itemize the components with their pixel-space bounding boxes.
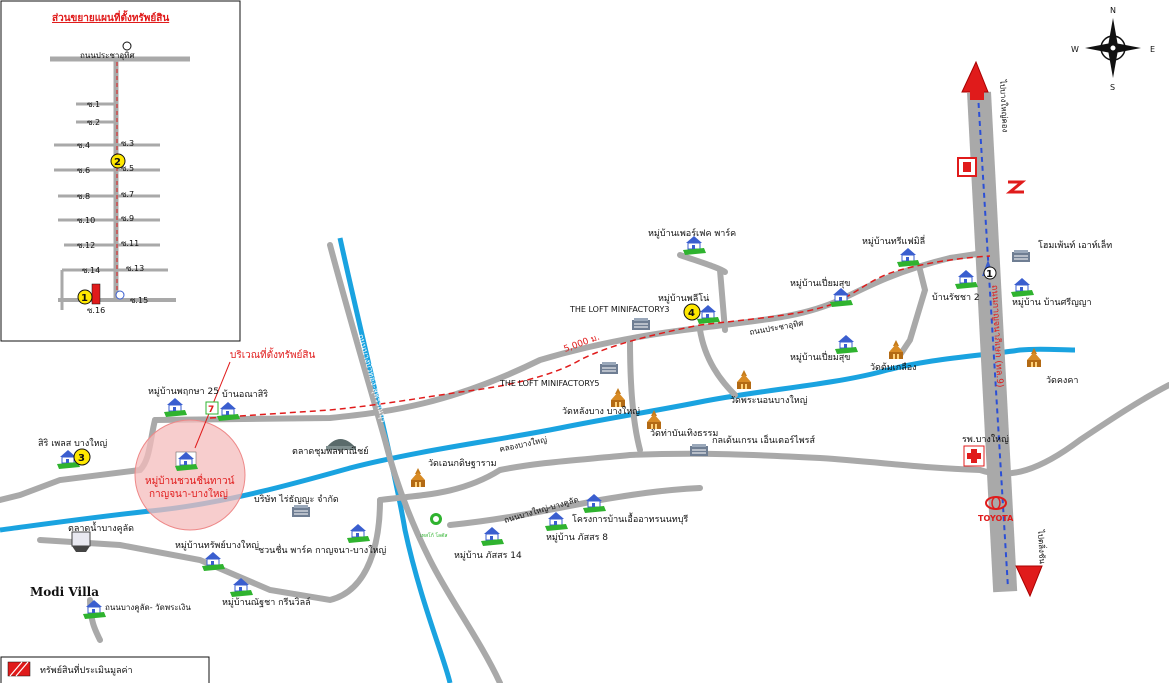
place-label: บริษัท ไร่ธัญญะ จำกัด	[254, 494, 339, 505]
place-label: เทสโก้ โลตัส	[420, 532, 447, 539]
place-label: ชวนชื่น พาร์ค กาญจนา-บางใหญ่	[258, 543, 387, 556]
inset-soi: ซ.15	[130, 296, 148, 305]
place-label: Modi Villa	[30, 585, 99, 599]
compass-w: W	[1071, 45, 1079, 54]
place-label: ตลาดน้ำบางคูลัด	[68, 521, 134, 534]
inset-soi: ซ.4	[77, 141, 90, 150]
legend-text: ทรัพย์สินที่ประเมินมูลค่า	[40, 663, 133, 676]
inset-soi: ซ.7	[121, 190, 134, 199]
hospital-icon	[963, 445, 985, 467]
route-origin-marker: 1	[982, 260, 997, 280]
compass-n: N	[1110, 6, 1116, 15]
place-label: กลเด้นเกรน เอ็นเตอร์ไพรส์	[712, 433, 815, 446]
place-label: THE LOFT MINIFACTORY5	[499, 379, 599, 388]
place-label: หมู่บ้าน บ้านศรีญญา	[1012, 297, 1092, 308]
svg-text:1: 1	[81, 293, 88, 304]
inset-soi: ซ.10	[77, 216, 95, 225]
market-icon	[326, 439, 356, 450]
seven-eleven-icon: 7	[205, 401, 219, 415]
svg-text:3: 3	[78, 453, 85, 464]
place-label: THE LOFT MINIFACTORY3	[569, 305, 669, 314]
inset-soi: ซ.3	[121, 139, 134, 148]
temple-icon	[411, 340, 1041, 487]
place-label: หมู่บ้านพฤกษา 25	[148, 386, 219, 397]
route-line	[209, 255, 991, 419]
inset-soi: ซ.13	[126, 264, 144, 273]
badge-3: 3	[73, 448, 91, 466]
place-label: รพ.บางใหญ่	[962, 434, 1009, 445]
inset-soi: ซ.8	[77, 192, 90, 201]
suzuki-logo-icon	[1005, 180, 1027, 194]
place-label: บ้านรัชชา 2	[932, 292, 980, 303]
factory-icon	[291, 249, 1031, 518]
place-label: หมู่บ้านทรีแฟมิลี่	[862, 234, 925, 247]
place-label: วัดหลังบาง บางใหญ่	[562, 406, 640, 417]
place-label: วัดต้มเกลือง	[870, 362, 917, 373]
boat-icon	[71, 531, 91, 552]
svg-text:7: 7	[208, 405, 214, 415]
inset-subject-marker	[91, 283, 101, 305]
place-label: สิริ เพลส บางใหญ่	[38, 438, 108, 449]
place-label: โฮมเพ้นท์ เอาท์เล็ท	[1038, 238, 1112, 251]
subject-pointer-label: บริเวณที่ตั้งทรัพย์สิน	[230, 347, 316, 361]
inset-marker-icon	[115, 41, 132, 300]
svg-text:2: 2	[114, 157, 121, 168]
inset-road-top: ถนนประชาอุทิศ	[80, 51, 135, 60]
compass-e: E	[1150, 45, 1155, 54]
place-label: วัดคงคา	[1046, 376, 1078, 386]
subject-label-1: หมู่บ้านชวนชื่นทาวน์	[145, 473, 235, 487]
road-network	[0, 242, 1169, 683]
place-labels: หมู่บ้านเพอร์เฟค พาร์ค หมู่บ้านพฤกษา 25 …	[30, 227, 1112, 608]
inset-map: ส่วนขยายแผนที่ตั้งทรัพย์สิน ถนนประชาอุทิ…	[0, 0, 241, 342]
place-label: หมู่บ้านเพอร์เฟค พาร์ค	[648, 227, 736, 239]
place-label: โครงการบ้านเอื้ออาทรนนทบุรี	[572, 512, 688, 525]
highway-label: ถนนกาญจนาภิเษก (ทล.9)	[989, 285, 1005, 388]
place-label: หมู่บ้าน ภัสสร 14	[454, 550, 522, 561]
compass-rose: N S W E	[1071, 6, 1155, 92]
legend: ทรัพย์สินที่ประเมินมูลค่า	[0, 656, 210, 683]
highway-north-label: ไปบางใหญ่คอง	[998, 79, 1010, 133]
inset-soi: ซ.5	[121, 164, 134, 173]
highway-south-label: ไปตลิ่งชัน	[1036, 529, 1049, 565]
inset-soi: ซ.6	[77, 166, 90, 175]
highway-kanchanaphisek	[961, 60, 1043, 598]
subject-label-2: กาญจนา-บางใหญ่	[149, 488, 228, 500]
place-label: วัดท่าบันเทิงธรรม	[650, 428, 718, 439]
place-label: หมู่บ้านณัฐชา กรีนวิลล์	[222, 596, 311, 608]
inset-soi: ซ.11	[121, 239, 139, 248]
toyota-logo-icon: TOYOTA	[978, 496, 1014, 523]
place-label: หมู่บ้านเปี่ยมสุข	[790, 350, 850, 363]
place-label: หมู่บ้าน ภัสสร 8	[546, 532, 608, 543]
inset-soi: ซ.12	[77, 241, 95, 250]
inset-soi: ซ.14	[82, 266, 100, 275]
svg-text:TOYOTA: TOYOTA	[978, 514, 1014, 523]
index-logo-icon	[957, 157, 977, 177]
badge-4: 4	[683, 303, 701, 321]
svg-text:4: 4	[688, 308, 695, 319]
place-label: ตลาดชุมพลพาณิชย์	[292, 445, 368, 457]
place-label: บ้านอณาสิริ	[222, 389, 268, 400]
vertical-canal	[337, 237, 453, 683]
inset-soi: ซ.9	[121, 214, 134, 223]
place-label: วัดพระนอนบางใหญ่	[730, 395, 808, 406]
compass-s: S	[1110, 83, 1115, 92]
lotus-icon	[430, 513, 442, 525]
inset-title: ส่วนขยายแผนที่ตั้งทรัพย์สิน	[52, 10, 169, 24]
place-label: หมู่บ้านทรัพย์บางใหญ่	[175, 539, 259, 551]
place-label: วัดเอนกดิษฐาราม	[428, 458, 497, 469]
place-label: หมู่บ้านพลีโน่	[658, 293, 709, 304]
inset-soi: ซ.1	[87, 100, 100, 109]
svg-text:1: 1	[986, 269, 993, 280]
road-label-bangyai-bangkulat: ถนนบางใหญ่-บางคูลัด	[503, 495, 580, 526]
place-label: หมู่บ้านเปี่ยมสุข	[790, 276, 850, 289]
inset-soi: ซ.16	[87, 306, 105, 315]
inset-soi: ซ.2	[87, 118, 100, 127]
road-label-bangkulat-watphrangoen: ถนนบางคูลัด- วัดพระเงิน	[105, 603, 191, 613]
subject-area-circle	[134, 419, 246, 531]
